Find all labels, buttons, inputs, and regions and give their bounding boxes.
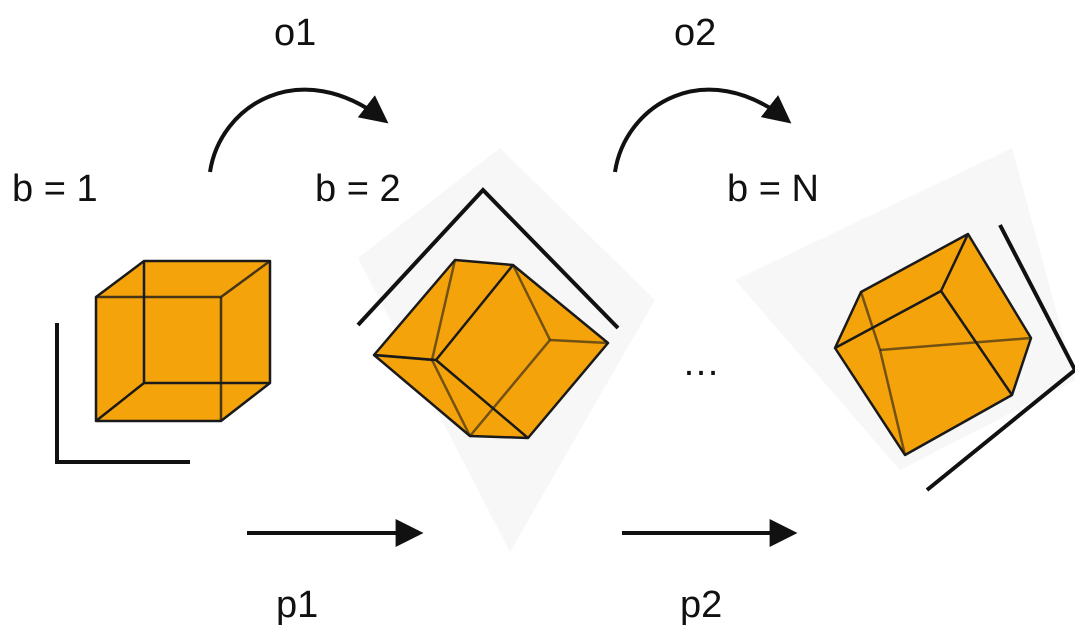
parameter-label-1: p1 — [276, 584, 319, 626]
curved-arrow-icon — [613, 87, 792, 173]
operation-label-2: o2 — [674, 12, 717, 54]
corner-bracket-icon — [925, 224, 1075, 492]
cube-icon — [372, 258, 610, 440]
cube-icon — [833, 232, 1033, 457]
stage-label-2: b = 2 — [315, 168, 401, 210]
corner-bracket-icon — [55, 323, 190, 464]
ellipsis: … — [682, 342, 720, 384]
operation-label-1: o1 — [274, 12, 317, 54]
parameter-label-2: p2 — [680, 584, 723, 626]
curved-arrow-icon — [208, 87, 389, 173]
stage-label-1: b = 1 — [12, 168, 98, 210]
corner-bracket-icon — [356, 187, 620, 330]
stage-label-n: b = N — [727, 168, 819, 210]
cube-icon — [94, 259, 272, 423]
